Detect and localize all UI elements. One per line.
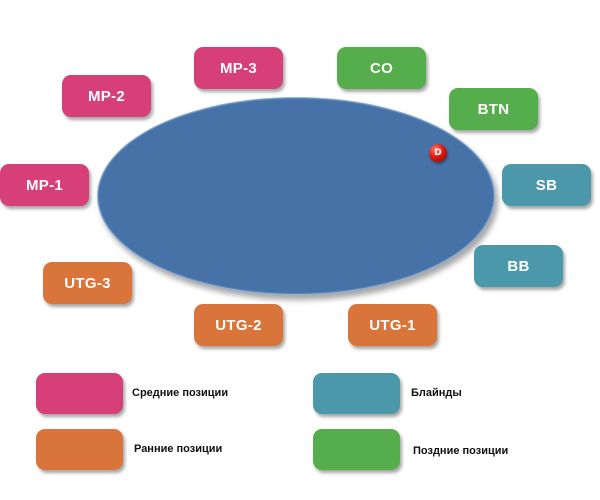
seat-utg1: UTG-1	[348, 304, 437, 346]
legend-label-blinds: Блайнды	[411, 387, 462, 399]
poker-table	[97, 97, 495, 295]
legend-swatch-blinds	[313, 373, 400, 414]
legend-label-late: Поздние позиции	[413, 445, 509, 457]
seat-mp1: MP-1	[0, 164, 89, 206]
seat-mp3: MP-3	[194, 47, 283, 89]
seat-mp2: MP-2	[62, 75, 151, 117]
seat-bb: BB	[474, 245, 563, 287]
legend-label-early: Ранние позиции	[134, 443, 223, 455]
legend-swatch-early	[36, 429, 123, 470]
seat-sb: SB	[502, 164, 591, 206]
dealer-button: D	[429, 144, 447, 162]
seat-co: CO	[337, 47, 426, 89]
legend-swatch-middle	[36, 373, 123, 414]
seat-utg3: UTG-3	[43, 262, 132, 304]
legend-label-middle: Средние позиции	[132, 387, 229, 399]
seat-btn: BTN	[449, 88, 538, 130]
seat-utg2: UTG-2	[194, 304, 283, 346]
legend-swatch-late	[313, 429, 400, 470]
